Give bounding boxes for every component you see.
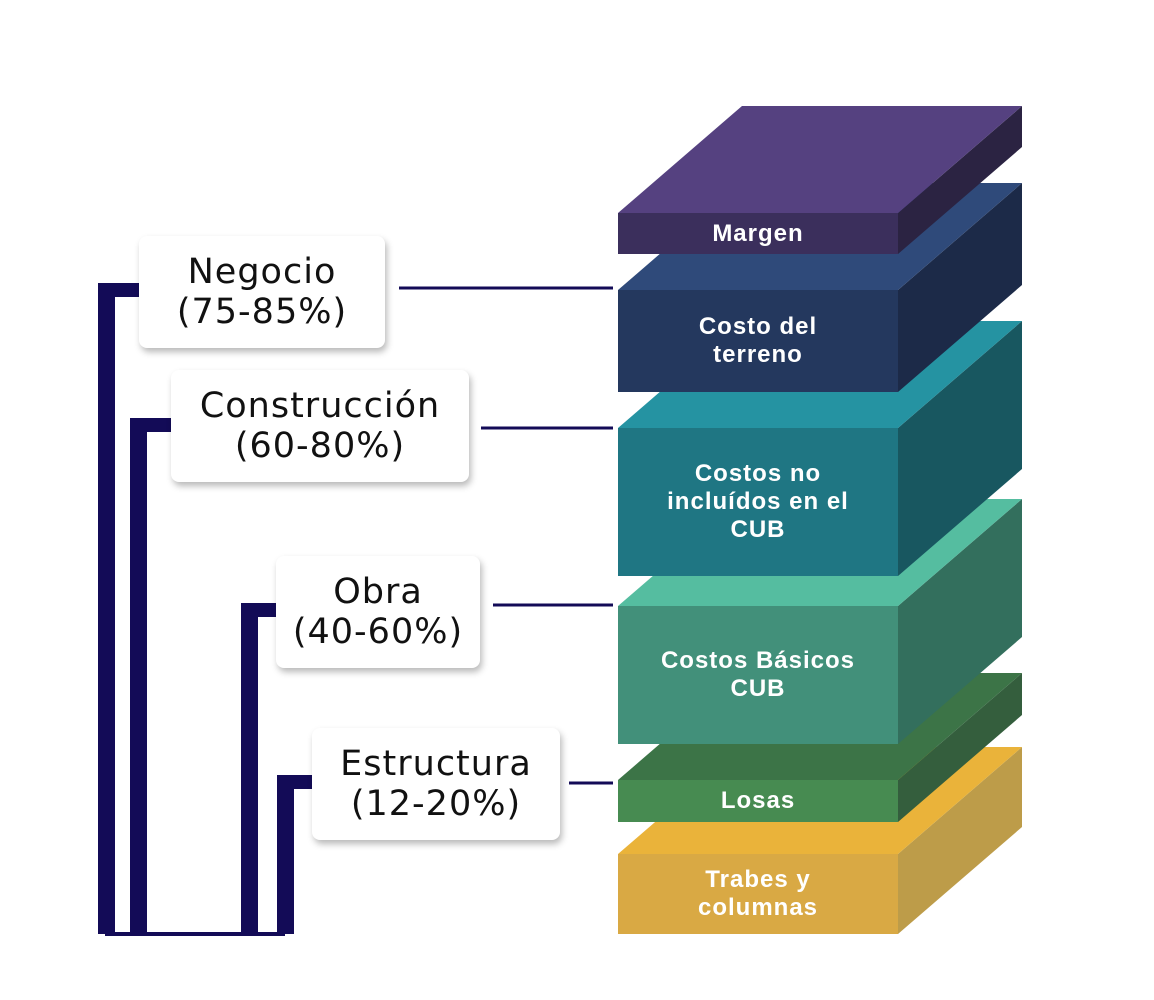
layer-side-margen — [898, 106, 1022, 254]
bracket-lines — [98, 283, 313, 936]
category-negocio-range: (75-85%) — [176, 292, 348, 332]
bracket-base-line — [105, 932, 285, 936]
layer-label-trabes-line-2: columnas — [697, 894, 819, 921]
bracket-vertical-construccion — [130, 418, 147, 934]
layer-front-terreno — [618, 290, 898, 392]
bracket-horizontal-construccion — [130, 418, 172, 432]
layer-front-cub — [618, 606, 898, 744]
layer-front-no-cub — [618, 428, 898, 576]
bracket-horizontal-negocio — [98, 283, 140, 297]
category-construccion-range: (60-80%) — [234, 426, 406, 466]
bracket-vertical-estructura — [277, 775, 294, 934]
layer-block-margen — [618, 106, 1022, 254]
layer-label-no-cub-line-1: Costos no — [694, 460, 822, 487]
category-obra-name: Obra — [333, 572, 423, 612]
layer-label-terreno: Costo del terreno — [618, 290, 898, 392]
layer-label-margen: Margen — [618, 214, 898, 254]
bracket-vertical-obra — [241, 603, 258, 934]
layer-front-margen — [618, 213, 898, 254]
category-construccion-name: Construcción — [199, 386, 441, 426]
layer-label-losas: Losas — [618, 780, 898, 822]
layer-side-trabes — [898, 747, 1022, 934]
bracket-vertical-negocio — [98, 283, 115, 934]
category-box-negocio: Negocio (75-85%) — [139, 236, 385, 348]
category-box-obra: Obra (40-60%) — [276, 556, 480, 668]
layer-side-cub — [898, 499, 1022, 744]
layer-label-cub-line-1: Costos Básicos — [660, 647, 856, 674]
bracket-horizontal-estructura — [277, 775, 313, 789]
bracket-horizontal-obra — [241, 603, 277, 617]
category-estructura-range: (12-20%) — [350, 784, 522, 824]
category-box-estructura: Estructura (12-20%) — [312, 728, 560, 840]
layer-label-trabes-line-1: Trabes y — [705, 866, 811, 893]
category-estructura-name: Estructura — [340, 744, 532, 784]
bracket-negocio — [98, 283, 140, 934]
category-box-construccion: Construcción (60-80%) — [171, 370, 469, 482]
bracket-estructura — [277, 775, 313, 934]
layer-side-no-cub — [898, 321, 1022, 576]
bracket-construccion — [130, 418, 172, 934]
category-negocio-name: Negocio — [187, 252, 337, 292]
layer-label-terreno-line-1: Costo del — [698, 313, 818, 340]
layer-side-losas — [898, 673, 1022, 822]
layer-label-losas-line-1: Losas — [720, 787, 796, 814]
layer-front-losas — [618, 780, 898, 822]
layer-label-no-cub: Costos no incluídos en el CUB — [618, 428, 898, 576]
connector-lines — [399, 286, 613, 785]
layer-label-cub-line-2: CUB — [730, 675, 786, 702]
layer-front-trabes — [618, 854, 898, 934]
layer-top-margen — [618, 106, 1022, 213]
layer-stack — [618, 106, 1022, 934]
layer-label-terreno-line-2: terreno — [713, 341, 803, 368]
layer-label-margen-line-1: Margen — [712, 220, 804, 247]
layer-label-no-cub-line-2: incluídos en el — [667, 488, 849, 515]
layer-label-no-cub-line-3: CUB — [730, 516, 786, 543]
layer-side-terreno — [898, 183, 1022, 392]
bracket-obra — [241, 603, 277, 934]
category-obra-range: (40-60%) — [292, 612, 464, 652]
layer-label-trabes: Trabes y columnas — [618, 854, 898, 934]
layer-label-cub: Costos Básicos CUB — [618, 606, 898, 744]
